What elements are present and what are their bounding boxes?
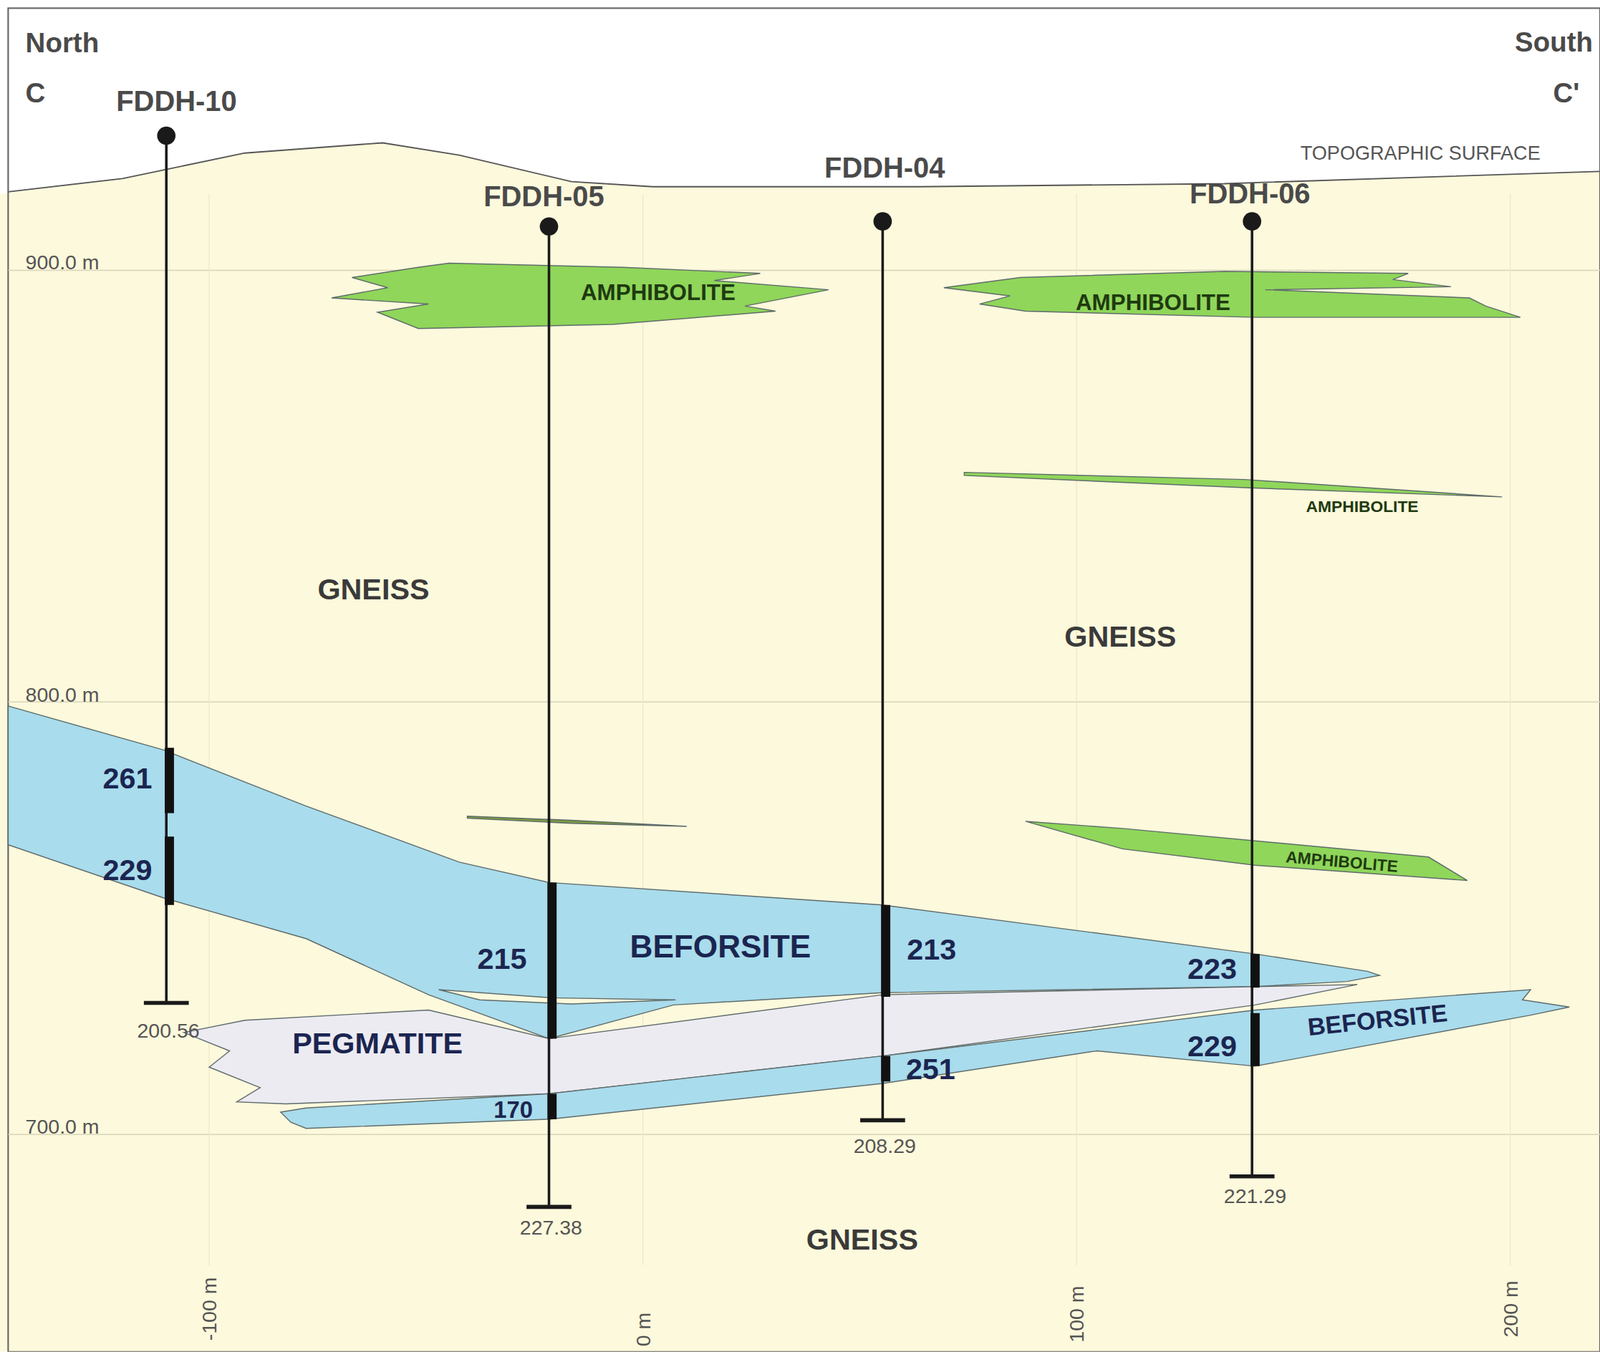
elevation-label: 900.0 m [25,252,100,273]
assay-interval [1250,1013,1260,1067]
amphibolite-lens [331,263,829,329]
beforsite-body [280,989,1570,1129]
unit-label: AMPHIBOLITE [580,281,736,304]
assay-value: 223 [1187,954,1237,985]
amphibolite-lens [964,472,1502,498]
direction-label: South [1514,29,1593,57]
topographic-line [7,142,1600,192]
unit-label: BEFORSITE [629,931,811,963]
elevation-label: 700.0 m [25,1116,100,1137]
hole-end-tick [143,1001,190,1006]
unit-label: AMPHIBOLITE [1075,291,1231,314]
drill-hole [547,226,551,1207]
assay-interval [1250,953,1260,988]
hole-name: FDDH-06 [1189,179,1310,209]
assay-interval [880,905,891,997]
hole-end-tick [860,1118,906,1124]
distance-label: 200 m [1499,1280,1520,1338]
hole-depth: 200.56 [137,1020,200,1041]
distance-label: 0 m [632,1312,653,1348]
amphibolite-lens [1025,821,1468,881]
rock-label: GNEISS [806,1224,919,1255]
assay-value: 261 [103,763,153,793]
beforsite-unit: BEFORSITE [625,928,816,965]
amphibolite-lens [467,816,687,827]
distance-gridline [1075,194,1077,1266]
amphibolite-unit: AMPHIBOLITE [576,279,740,306]
elevation-label: 800.0 m [25,684,100,705]
hole-name: FDDH-10 [116,88,237,117]
hole-name: FDDH-05 [483,182,604,212]
pegmatite-unit: PEGMATITE [287,1027,467,1061]
assay-value: 215 [477,944,528,975]
section-end-label: C' [1553,80,1580,108]
assay-interval [164,747,175,813]
distance-label: 100 m [1066,1285,1087,1343]
elevation-gridline [7,270,1600,271]
section-end-label: C [25,80,46,108]
distance-gridline [1509,194,1511,1266]
collar-symbol [156,126,176,146]
assay-value: 213 [906,935,957,965]
assay-interval [164,836,175,905]
assay-interval [547,1093,557,1120]
hole-depth: 227.38 [519,1217,583,1238]
distance-gridline [208,194,210,1266]
assay-value: 229 [103,855,153,886]
assay-value: 170 [493,1098,533,1123]
amphibolite-unit: AMPHIBOLITE [1071,290,1235,317]
elevation-gridline [7,701,1600,703]
surface-label: TOPOGRAPHIC SURFACE [1300,143,1541,163]
hole-depth: 208.29 [853,1135,917,1156]
rock-label: GNEISS [317,575,430,605]
hole-end-tick [526,1205,572,1210]
unit-label: PEGMATITE [292,1029,463,1059]
hole-depth: 221.29 [1223,1186,1287,1207]
amphibolite-lens [943,271,1521,318]
frame [7,7,1600,1352]
collar-symbol [873,211,893,231]
assay-interval [547,882,557,1039]
collar-symbol [1242,211,1262,231]
gneiss-lens [439,989,677,1005]
assay-value: 251 [905,1054,956,1084]
direction-label: North [25,30,100,58]
collar-symbol [540,217,559,236]
distance-label: -100 m [199,1277,220,1342]
rock-label: GNEISS [1064,621,1177,652]
assay-interval [880,1056,891,1083]
unit-label: AMPHIBOLITE [1306,499,1419,516]
hole-end-tick [1229,1174,1275,1179]
elevation-gridline [7,1134,1600,1136]
amphibolite-unit: AMPHIBOLITE [1302,497,1423,518]
assay-value: 229 [1187,1032,1237,1062]
hole-name: FDDH-04 [824,153,945,183]
sky [0,0,1600,195]
